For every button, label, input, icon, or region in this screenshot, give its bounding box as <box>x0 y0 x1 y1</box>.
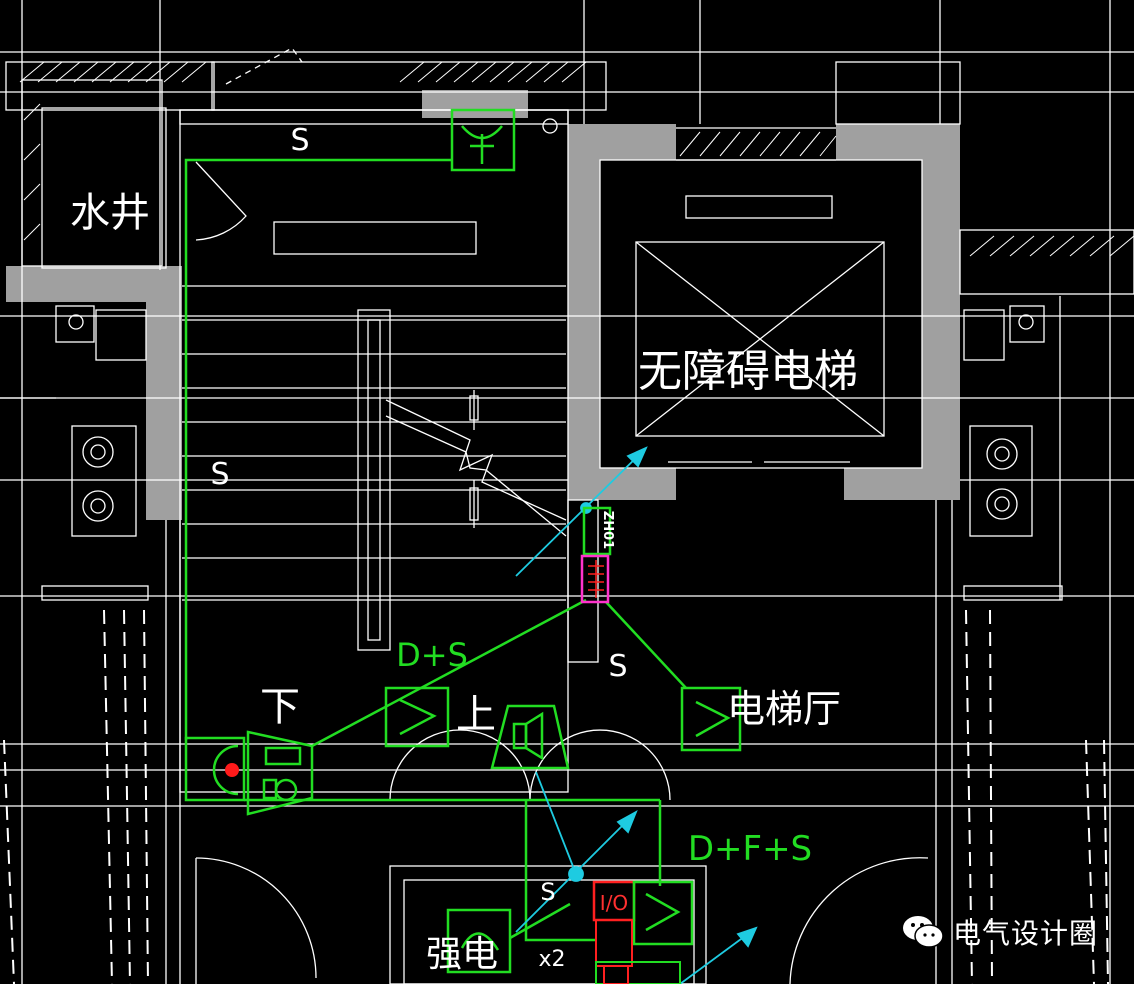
elevator-link-arrows <box>515 446 758 984</box>
strong-current-box <box>446 908 512 974</box>
io-module-label: I/O <box>600 891 628 915</box>
manual-alarm-button <box>184 736 246 802</box>
broadcast-speaker-symbol <box>490 704 570 770</box>
watermark: 电气设计圈 <box>901 912 1098 952</box>
stair-down-label: 下 <box>260 684 300 730</box>
strong-current-label: 强电 <box>426 934 498 975</box>
fire-alarm-wiring <box>184 158 687 942</box>
s-label-bottom: S <box>540 878 555 906</box>
control-cabinet-zh01: ZH01 <box>580 506 615 604</box>
cable-dfs-label: D+F+S <box>688 829 812 869</box>
fire-phone-symbol <box>246 730 314 816</box>
structural-walls <box>6 90 960 520</box>
watermark-text: 电气设计圈 <box>952 917 1098 950</box>
s-label-mid: S <box>608 649 627 684</box>
cable-ds-label: D+S <box>396 636 468 674</box>
water-well-label: 水井 <box>70 190 150 236</box>
cabinet-code-label: ZH01 <box>600 511 615 549</box>
smoke-detector-stair <box>384 686 450 748</box>
s-label-left: S <box>210 457 229 492</box>
smoke-detector-hall <box>680 686 742 752</box>
wechat-icon <box>902 916 944 948</box>
x2-label: x2 <box>538 947 565 972</box>
io-module: I/O <box>592 880 694 984</box>
alarm-sounder-symbol <box>450 108 516 172</box>
s-label-top: S <box>290 123 309 158</box>
elevator-label: 无障碍电梯 <box>638 346 858 397</box>
elevator-hall-label: 电梯厅 <box>727 687 841 731</box>
stair-up-label: 上 <box>456 692 496 738</box>
